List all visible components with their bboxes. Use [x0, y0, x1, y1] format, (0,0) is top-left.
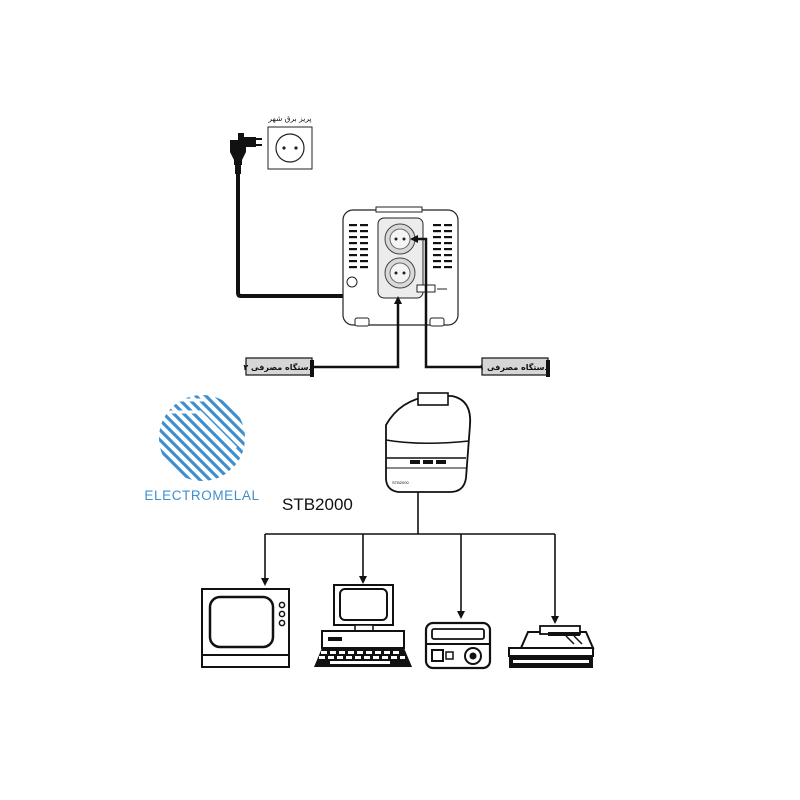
device-2-label: دستگاه مصرفی ۲	[243, 362, 312, 372]
printer-icon	[508, 625, 595, 668]
device-1-label: دستگاه مصرفی ۱	[479, 362, 548, 372]
wall-socket-label: پریز برق شهر	[267, 114, 311, 123]
device-1-connection: دستگاه مصرفی ۱	[410, 235, 550, 377]
device-2-connection: دستگاه مصرفی ۲	[243, 296, 402, 377]
wall-socket-icon	[267, 126, 313, 170]
electromelal-logo-icon	[159, 395, 245, 481]
model-name: STB2000	[282, 495, 353, 514]
front-model-label: STB2000	[392, 480, 409, 485]
tv-icon	[201, 588, 290, 668]
logo-text: ELECTROMELAL	[144, 488, 259, 503]
video-player-icon	[424, 621, 492, 670]
wall-socket: پریز برق شهر	[267, 114, 313, 170]
stabilizer-front-icon: STB2000	[385, 392, 472, 493]
plug-icon	[230, 133, 262, 174]
computer-icon	[314, 584, 412, 667]
stabilizer-rear-icon	[342, 206, 459, 327]
distribution-lines	[261, 492, 559, 624]
